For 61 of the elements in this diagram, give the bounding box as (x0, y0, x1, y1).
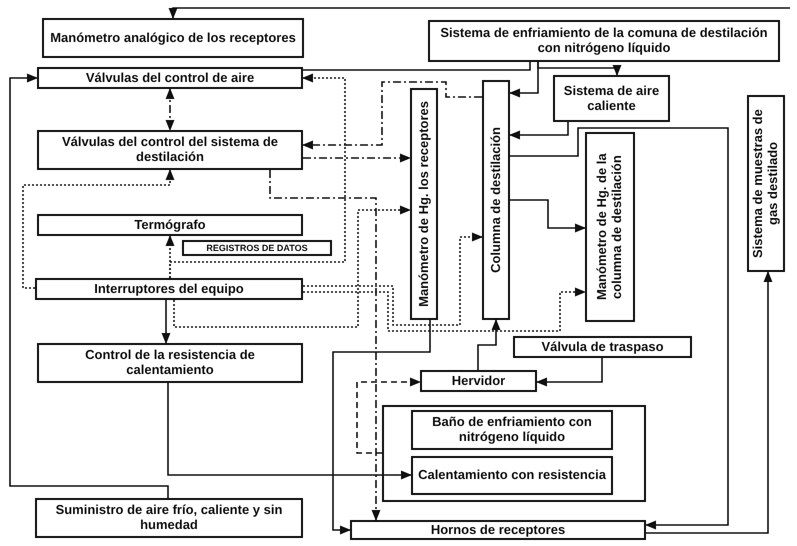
node-label: Baño de enfriamiento con nitrógeno líquido (431, 415, 593, 445)
process-box (35, 498, 303, 538)
connector-arrow (9, 74, 169, 498)
node-label: Suministro de aire frío, caliente y sin humedad (54, 503, 284, 533)
node-label: Válvulas del control del sistema de destilación (60, 135, 280, 165)
connector-arrow (167, 383, 412, 480)
node-label: Sistema de enfriamiento de la comuna de destilación con nitrógeno líquido (439, 26, 769, 56)
connector-arrow (173, 206, 412, 328)
process-box (182, 240, 332, 256)
process-box (553, 75, 670, 122)
node-label: Sistema de aire caliente (562, 84, 660, 114)
node-label: Manómetro de Hg. los receptores (414, 101, 432, 307)
process-box (420, 370, 537, 392)
process-box (428, 20, 780, 62)
process-box (411, 456, 613, 495)
process-box (350, 520, 646, 540)
connector-arrow (510, 127, 729, 530)
connector-arrow (168, 7, 790, 20)
connector-arrow (22, 168, 174, 289)
node-label: Válvulas del control de aire (84, 70, 256, 86)
node-label: Calentamiento con resistencia (417, 468, 607, 483)
process-box (42, 18, 304, 58)
connector-arrow (477, 318, 500, 370)
connector-arrow (302, 81, 482, 150)
node-label: Interruptores del equipo (93, 282, 245, 296)
process-box (410, 88, 438, 320)
connector-arrow (162, 300, 170, 344)
connector-arrow (303, 288, 586, 332)
connector-arrow (356, 378, 422, 454)
process-box (747, 95, 785, 272)
node-label: REGISTROS DE DATOS (205, 242, 309, 254)
process-box (37, 67, 303, 89)
process-box (411, 410, 613, 450)
node-label: Manómetro analógico de los receptores (49, 30, 297, 46)
node-label: Manómetro de Hg. de la columna de destilación (593, 152, 625, 302)
group-box (382, 405, 646, 502)
connector-arrow (508, 122, 569, 140)
process-box (585, 132, 635, 322)
process-box (513, 336, 692, 358)
process-box (37, 343, 303, 383)
connector-arrow (510, 199, 586, 232)
node-label: Hervidor (450, 374, 506, 388)
connector-arrow (166, 88, 174, 132)
process-box (37, 214, 303, 236)
node-label: Válvula de traspaso (540, 340, 665, 354)
process-box (35, 278, 303, 300)
connector-arrow (303, 232, 484, 326)
connector-arrow (536, 358, 603, 386)
connector-arrow (646, 270, 772, 534)
node-label: Hornos de receptores (430, 522, 566, 538)
connector-arrow (332, 320, 431, 534)
connector-arrow (169, 74, 346, 278)
connector-arrow (303, 154, 412, 162)
node-label: Termógrafo (133, 218, 207, 232)
process-box (482, 80, 510, 320)
process-box (37, 130, 303, 170)
connector-arrow (537, 62, 622, 76)
connector-arrow (269, 170, 380, 522)
node-label: Columna de destilación (486, 127, 504, 273)
node-label: Sistema de muestras de gas destilado (749, 108, 781, 260)
node-label: Control de la resistencia de calentamiento (84, 348, 256, 378)
